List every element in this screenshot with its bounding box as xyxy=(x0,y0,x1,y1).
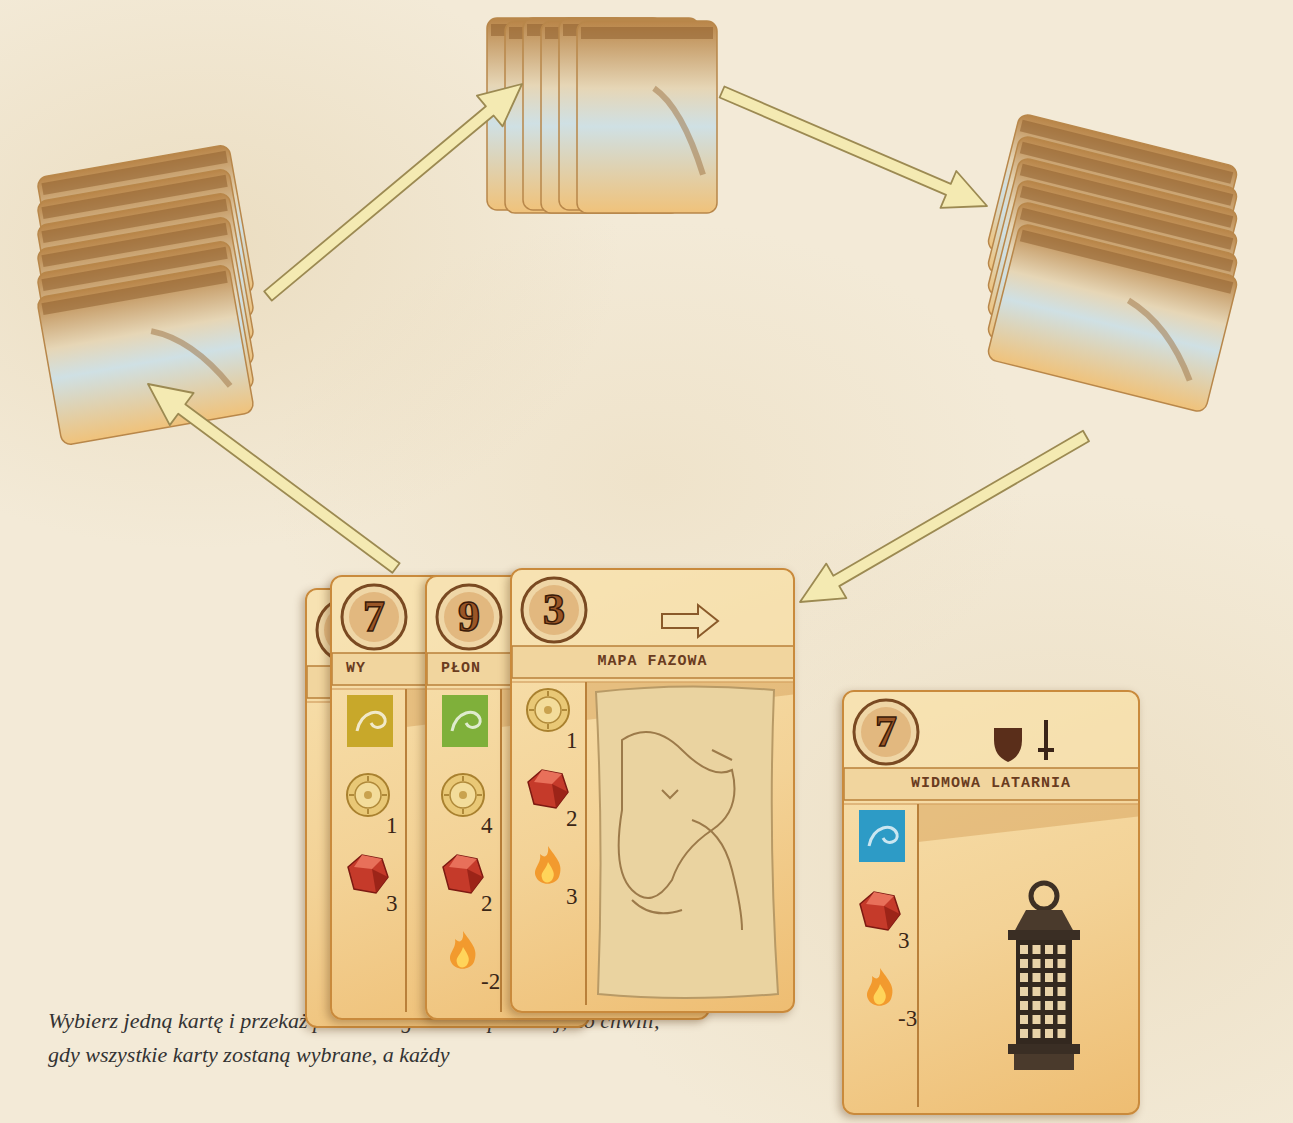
resource-value: 1 xyxy=(566,728,578,754)
card-back xyxy=(36,264,254,446)
cost-number: 3 xyxy=(522,578,586,642)
gem-icon xyxy=(348,855,388,893)
card-name: PŁON xyxy=(441,657,481,681)
card-back xyxy=(577,21,717,213)
map-art xyxy=(596,686,778,998)
fire-icon xyxy=(535,846,561,884)
cost-number: 7 xyxy=(342,585,406,649)
card-type-icon xyxy=(347,695,393,747)
game-card: 7WIDMOWA LATARNIA 3 -3 xyxy=(842,690,1140,1115)
game-card: 3MAPA FAZOWA123 xyxy=(510,568,795,1013)
card-name: WY xyxy=(346,657,366,681)
card-frame xyxy=(512,570,795,1013)
resource-value: 4 xyxy=(481,813,493,839)
resource-value: 3 xyxy=(566,884,578,910)
card-pile xyxy=(36,144,254,446)
flow-arrow xyxy=(148,384,400,573)
fire-icon xyxy=(867,968,893,1006)
flow-arrow xyxy=(264,84,522,301)
card-type-icon xyxy=(442,695,488,747)
gem-icon xyxy=(860,892,900,930)
card-name: WIDMOWA LATARNIA xyxy=(844,772,1138,796)
coin-icon xyxy=(527,689,569,731)
cost-number: 9 xyxy=(437,585,501,649)
fire-icon xyxy=(450,931,476,969)
move-symbol xyxy=(662,605,718,637)
resource-value: 3 xyxy=(386,891,398,917)
cost-number: 7 xyxy=(854,700,918,764)
card-back xyxy=(986,223,1238,413)
card-name: MAPA FAZOWA xyxy=(512,650,793,674)
resource-value: 1 xyxy=(386,813,398,839)
lantern-art xyxy=(1008,883,1080,1070)
card-pile xyxy=(986,113,1238,413)
resource-value: 3 xyxy=(898,928,910,954)
resource-value: -2 xyxy=(481,969,500,995)
card-pile xyxy=(487,18,717,213)
combat-symbols xyxy=(994,720,1054,762)
flow-arrow xyxy=(720,87,987,208)
gem-icon xyxy=(443,855,483,893)
gem-icon xyxy=(528,770,568,808)
resource-value: -3 xyxy=(898,1006,917,1032)
flow-arrow xyxy=(800,431,1089,602)
coin-icon xyxy=(442,774,484,816)
resource-value: 2 xyxy=(566,806,578,832)
coin-icon xyxy=(347,774,389,816)
card-type-icon xyxy=(859,810,905,862)
resource-value: 2 xyxy=(481,891,493,917)
